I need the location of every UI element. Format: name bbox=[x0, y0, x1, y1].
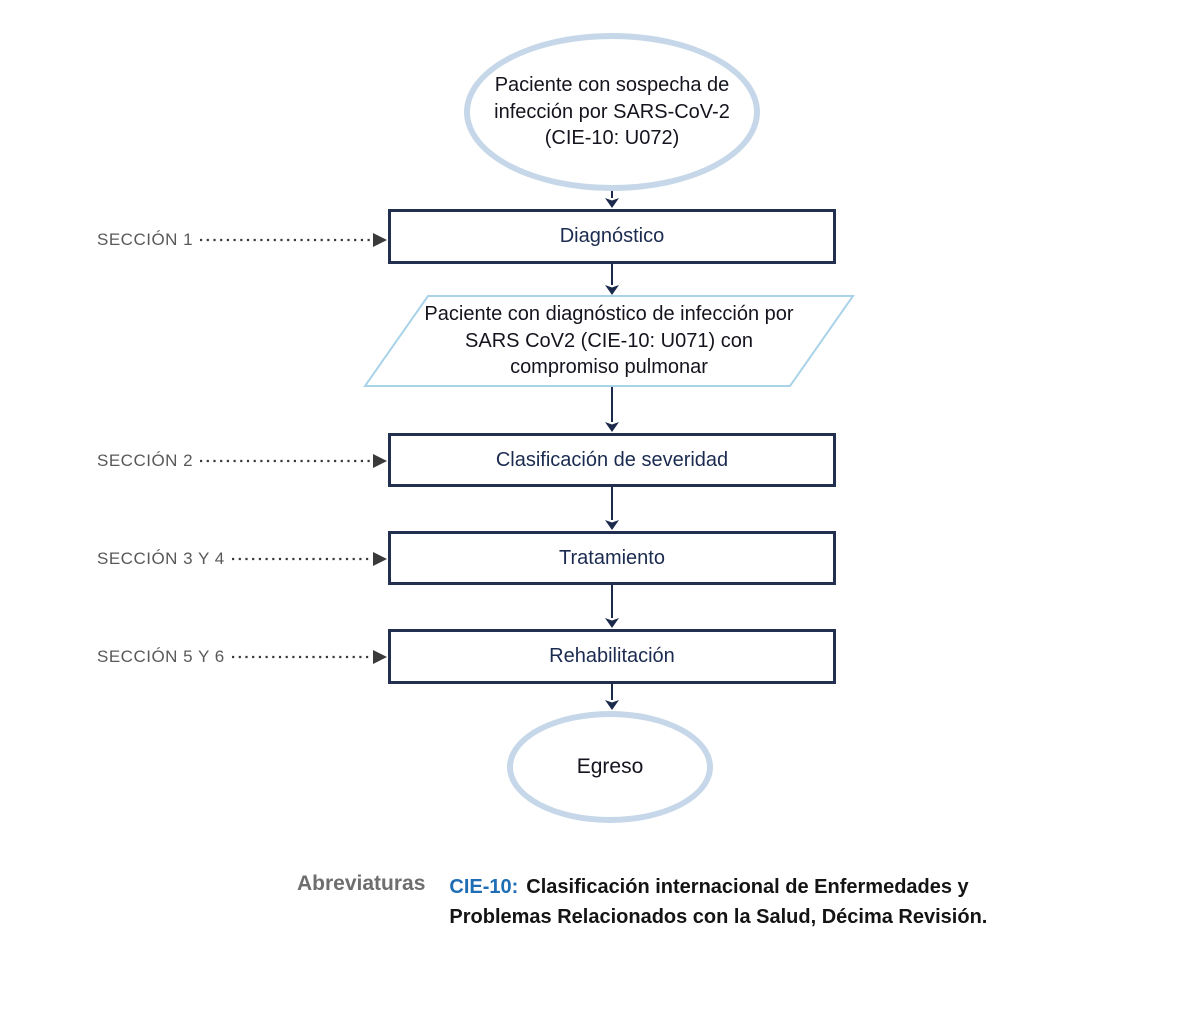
abbreviation-definition: Clasificación internacional de Enfermeda… bbox=[449, 876, 988, 928]
start-terminator: Paciente con sospecha de infección por S… bbox=[464, 33, 760, 191]
start-terminator-label: Paciente con sospecha de infección por S… bbox=[494, 74, 730, 150]
box-rehabilitacion-label: Rehabilitación bbox=[549, 645, 675, 667]
abbreviations-label: Abreviaturas bbox=[297, 872, 426, 895]
box-clasificacion-severidad: Clasificación de severidad bbox=[388, 433, 836, 487]
section-label-1: SECCIÓN 1 bbox=[97, 230, 194, 249]
parallelogram-diagnosed-patient: Paciente con diagnóstico de infección po… bbox=[424, 303, 794, 379]
box-diagnostico: Diagnóstico bbox=[388, 209, 836, 264]
box-rehabilitacion: Rehabilitación bbox=[388, 629, 836, 684]
section-pointers bbox=[200, 233, 387, 664]
box-clasificacion-severidad-label: Clasificación de severidad bbox=[495, 448, 729, 471]
abbreviation-term: CIE-10: bbox=[449, 876, 519, 898]
box-tratamiento: Tratamiento bbox=[388, 531, 836, 585]
section-label-2: SECCIÓN 2 bbox=[97, 451, 194, 470]
abbreviations-footer: Abreviaturas CIE-10:Clasificación intern… bbox=[297, 872, 1049, 932]
end-terminator: Egreso bbox=[507, 711, 713, 823]
box-diagnostico-label: Diagnóstico bbox=[559, 225, 665, 247]
box-tratamiento-label: Tratamiento bbox=[559, 546, 665, 569]
section-label-3-4: SECCIÓN 3 Y 4 bbox=[97, 549, 225, 568]
abbreviation-entry: CIE-10:Clasificación internacional de En… bbox=[449, 872, 1049, 932]
end-terminator-label: Egreso bbox=[576, 755, 644, 779]
section-label-5-6: SECCIÓN 5 Y 6 bbox=[97, 647, 225, 666]
